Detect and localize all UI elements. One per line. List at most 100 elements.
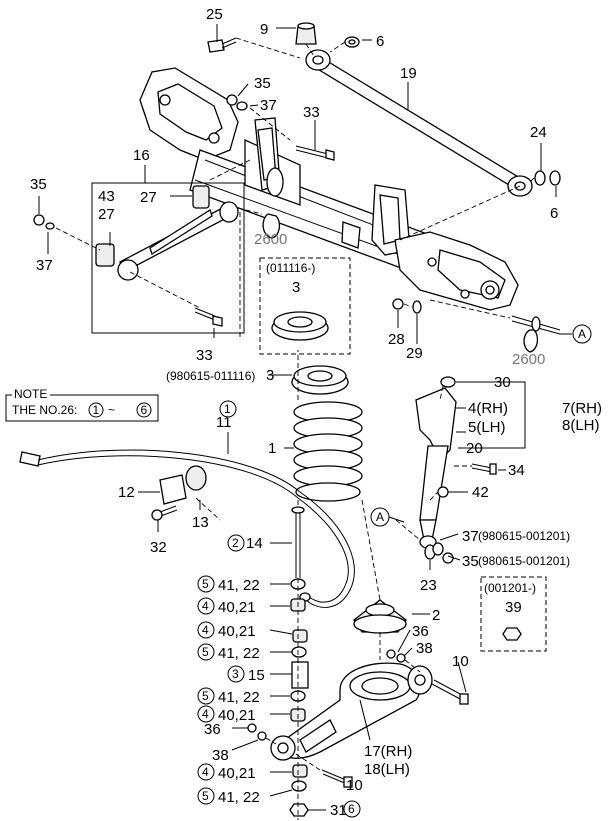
note-title: NOTE bbox=[14, 387, 47, 401]
callout-11: 11 bbox=[216, 414, 232, 431]
row9-circ: 5 bbox=[202, 789, 209, 803]
callout-29: 29 bbox=[406, 345, 423, 362]
mark-a-right: A bbox=[578, 327, 586, 341]
part-10-bolt-upper bbox=[431, 679, 469, 705]
callout-19: 19 bbox=[400, 65, 417, 82]
connection-marks: A A bbox=[370, 324, 592, 527]
part-38-washer-a bbox=[396, 653, 406, 663]
row1-text: 41, 22 bbox=[218, 577, 260, 594]
part-29-washer bbox=[412, 300, 422, 314]
callout-31-circ: 6 bbox=[348, 802, 355, 816]
callout-24: 24 bbox=[530, 124, 547, 141]
callout-3-main: 3 bbox=[266, 367, 274, 384]
part-37-washer-c bbox=[432, 542, 444, 556]
callout-20: 20 bbox=[466, 440, 483, 457]
stabilizer-bar bbox=[19, 449, 355, 608]
row4-circ: 5 bbox=[202, 645, 209, 659]
callout-14: 14 bbox=[246, 535, 263, 552]
callout-32: 32 bbox=[150, 539, 167, 556]
callout-2600-b: 2600 bbox=[512, 351, 545, 368]
part-37-washer-b bbox=[45, 222, 55, 230]
callout-35-left: 35 bbox=[30, 176, 47, 193]
callout-37-shock-date: (980615-001201) bbox=[478, 529, 570, 543]
upper-control-arm bbox=[95, 185, 239, 281]
callout-6-right: 6 bbox=[550, 205, 558, 222]
callout-4-rh: 4(RH) bbox=[468, 400, 508, 417]
row6-circ: 5 bbox=[202, 689, 209, 703]
part-6-washer-right bbox=[549, 170, 561, 186]
callout-33-lower: 33 bbox=[196, 347, 213, 364]
row2-text: 40,21 bbox=[218, 599, 256, 616]
callout-date-011116: (011116-) bbox=[266, 261, 315, 275]
part-30-nut bbox=[440, 376, 456, 388]
upper-spring-seat-box bbox=[259, 257, 351, 355]
callout-3-box: 3 bbox=[292, 279, 300, 296]
callout-13: 13 bbox=[192, 514, 209, 531]
callout-7-rh: 7(RH) bbox=[562, 400, 602, 417]
note-range-start: 1 bbox=[93, 403, 100, 417]
circ-14: 2 bbox=[232, 536, 239, 550]
part-28-nut bbox=[392, 298, 404, 310]
part-36-nut-b bbox=[247, 723, 257, 733]
callout-36-left: 36 bbox=[204, 721, 221, 738]
callout-6-top: 6 bbox=[376, 33, 384, 50]
stack-spacer-15 bbox=[291, 661, 309, 689]
part-39-nut bbox=[502, 627, 522, 641]
callout-27-upper: 27 bbox=[140, 189, 157, 206]
callout-10-upper: 10 bbox=[452, 653, 469, 670]
part-33-bolt-lower bbox=[194, 307, 223, 327]
callout-36-right: 36 bbox=[412, 623, 429, 640]
callout-5-lh: 5(LH) bbox=[468, 419, 506, 436]
callout-2600-a: 2600 bbox=[254, 231, 287, 248]
callout-34: 34 bbox=[508, 462, 525, 479]
part-38-washer-b bbox=[257, 731, 267, 741]
part-42-nut bbox=[437, 486, 449, 498]
callout-date-001201: (001201-) bbox=[484, 581, 536, 595]
link-bolt-14 bbox=[291, 506, 305, 578]
lateral-rod bbox=[305, 49, 533, 197]
dashed-center-lines bbox=[55, 37, 535, 820]
callout-9: 9 bbox=[260, 21, 268, 38]
row5-circ: 3 bbox=[232, 667, 239, 681]
row6-text: 41, 22 bbox=[218, 689, 260, 706]
callout-17-rh: 17(RH) bbox=[364, 743, 412, 760]
row9-text: 41, 22 bbox=[218, 789, 260, 806]
coil-spring bbox=[293, 401, 363, 502]
row5-text: 15 bbox=[248, 667, 265, 684]
row3-text: 40,21 bbox=[218, 623, 256, 640]
note-range-sep: ~ bbox=[108, 403, 115, 417]
callout-18-lh: 18(LH) bbox=[364, 761, 410, 778]
nut-39-box bbox=[480, 576, 547, 652]
row8-text: 40,21 bbox=[218, 765, 256, 782]
row8-circ: 4 bbox=[202, 765, 209, 779]
stack-washer-4 bbox=[291, 780, 307, 792]
row1-circ: 5 bbox=[202, 577, 209, 591]
leader-lines bbox=[38, 24, 557, 811]
wheel-stud bbox=[511, 315, 561, 335]
callout-1: 1 bbox=[268, 440, 276, 457]
lower-spring-seat bbox=[353, 599, 407, 634]
part-37-washer-a bbox=[236, 101, 248, 111]
callout-42: 42 bbox=[472, 484, 489, 501]
callout-38-right: 38 bbox=[416, 640, 433, 657]
part-25-bolt bbox=[207, 37, 237, 53]
callout-31: 31 bbox=[330, 802, 347, 819]
part-2600-mark-a bbox=[262, 213, 281, 239]
callout-12: 12 bbox=[118, 484, 135, 501]
row7-text: 40,21 bbox=[218, 707, 256, 724]
callout-35-shock: 35 bbox=[462, 553, 479, 570]
rear-axle-housing bbox=[139, 67, 519, 311]
stabilizer-bracket bbox=[159, 465, 207, 505]
callout-16: 16 bbox=[133, 147, 150, 164]
part-34-bolt bbox=[471, 463, 497, 475]
row7-circ: 4 bbox=[202, 707, 209, 721]
part-33-bolt-upper bbox=[295, 145, 335, 161]
note-box: NOTE THE NO.26: 1 ~ 6 bbox=[5, 387, 159, 422]
callout-8-lh: 8(LH) bbox=[562, 417, 600, 434]
callout-date-980615-011116: (980615-011116) bbox=[166, 369, 255, 383]
stack-washer-2 bbox=[291, 646, 307, 658]
callout-37-top: 37 bbox=[260, 97, 277, 114]
mark-a-center: A bbox=[376, 510, 384, 524]
